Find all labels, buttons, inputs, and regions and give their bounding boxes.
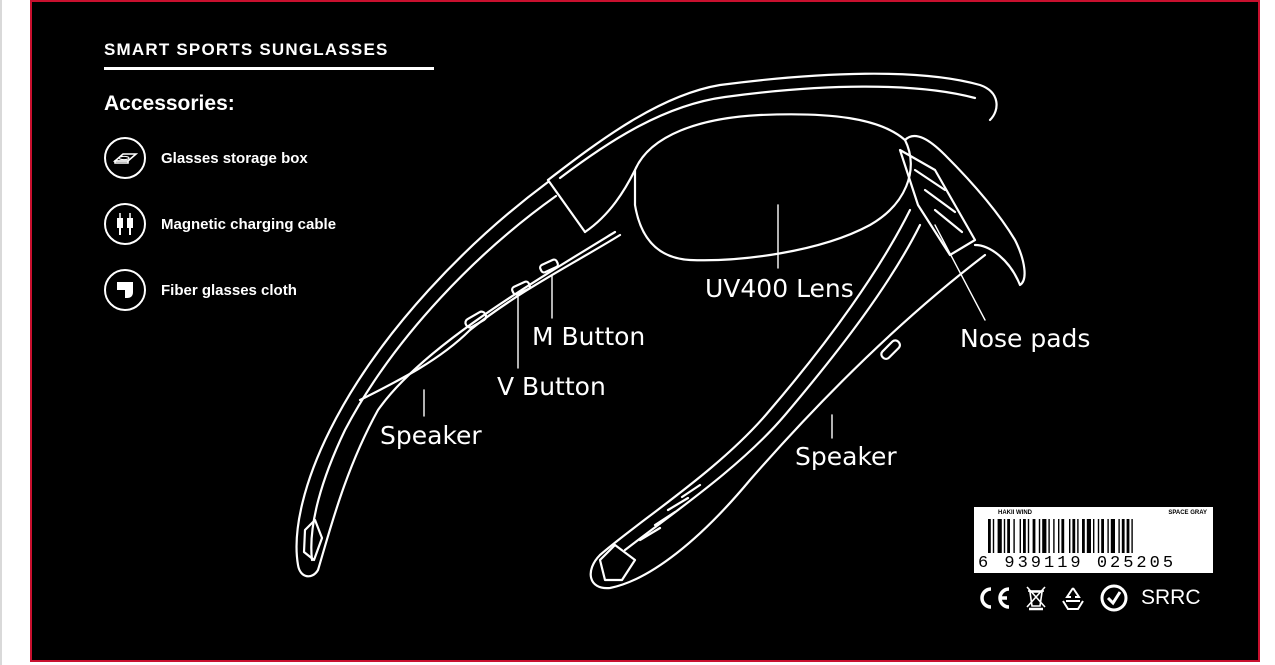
- barcode-bar: [1111, 519, 1115, 553]
- v-button-mark: [511, 281, 531, 296]
- barcode-bar: [1028, 519, 1029, 553]
- recycle-icon: [1059, 585, 1087, 611]
- nose-pads-callout: Nose pads: [960, 324, 1090, 353]
- barcode-bar: [1013, 519, 1014, 553]
- rohs-icon: [1099, 583, 1129, 613]
- speaker-left-callout: Speaker: [380, 421, 482, 450]
- ce-mark-icon: [975, 585, 1013, 611]
- lens-upper-ridge: [585, 170, 635, 232]
- barcode-bar: [993, 519, 994, 553]
- barcode-bar: [1131, 519, 1132, 553]
- barcode-bar: [1007, 519, 1010, 553]
- barcode-bar: [1118, 519, 1119, 553]
- barcode-bars: [988, 519, 1204, 553]
- lens-callout: UV400 Lens: [705, 274, 854, 303]
- barcode-bar: [1093, 519, 1094, 553]
- barcode-bar: [1087, 519, 1091, 553]
- barcode-bar: [1107, 519, 1108, 553]
- barcode-label: HAKII WIND SPACE GRAY 6 939119 025205: [972, 505, 1215, 575]
- right-frame-front: [905, 136, 1025, 285]
- barcode-bar: [1020, 519, 1021, 553]
- certification-marks: SRRC: [975, 583, 1213, 613]
- nose-pads-leader: [935, 225, 985, 320]
- barcode-bar: [1122, 519, 1125, 553]
- barcode-bar: [1053, 519, 1054, 553]
- barcode-number: 6 939119 025205: [978, 555, 1210, 572]
- nose-pad-detail: [915, 170, 962, 232]
- left-hinge: [548, 180, 585, 232]
- lens-outline: [635, 114, 911, 260]
- speaker-right-callout: Speaker: [795, 442, 897, 471]
- frame-top-inner: [560, 87, 975, 178]
- barcode-bar: [1061, 519, 1064, 553]
- m-button-callout: M Button: [532, 322, 645, 351]
- m-button-mark: [539, 259, 559, 274]
- barcode-color-name: SPACE GRAY: [1168, 510, 1207, 516]
- v-button-callout: V Button: [497, 372, 606, 401]
- barcode-bar: [1127, 519, 1130, 553]
- barcode-bar: [1077, 519, 1078, 553]
- barcode-bar: [1069, 519, 1070, 553]
- weee-bin-icon: [1025, 585, 1047, 611]
- barcode-bar: [1098, 519, 1099, 553]
- barcode-bar: [1048, 519, 1049, 553]
- barcode-bar: [1058, 519, 1059, 553]
- barcode-bar: [1023, 519, 1026, 553]
- barcode-bar: [1072, 519, 1075, 553]
- barcode-bar: [1042, 519, 1046, 553]
- barcode-bar: [998, 519, 1002, 553]
- barcode-bar: [988, 519, 991, 553]
- barcode-bar: [1004, 519, 1005, 553]
- barcode-brand: HAKII WIND: [998, 510, 1032, 516]
- barcode-bar: [1033, 519, 1036, 553]
- srrc-mark: SRRC: [1141, 586, 1201, 610]
- barcode-bar: [1039, 519, 1040, 553]
- barcode-bar: [1082, 519, 1085, 553]
- barcode-bar: [1101, 519, 1104, 553]
